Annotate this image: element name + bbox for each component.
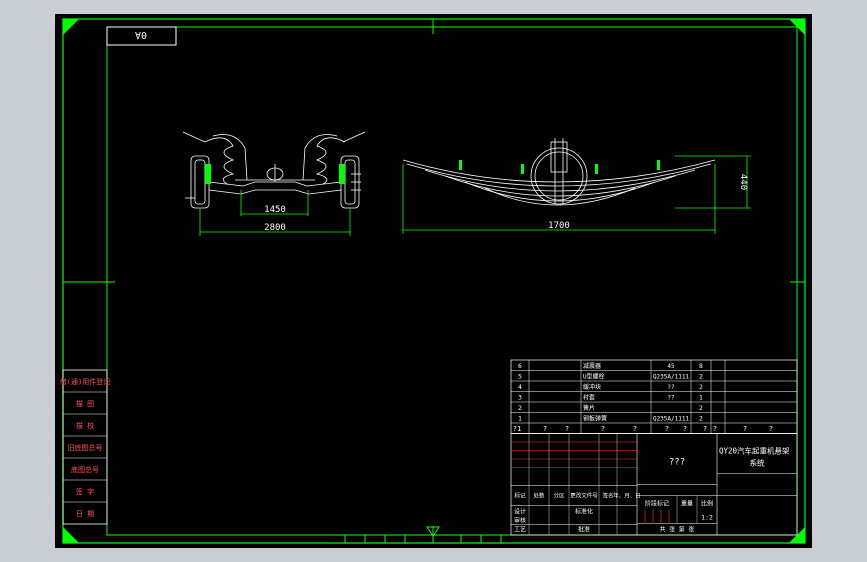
revision-label: 标记 xyxy=(514,492,526,500)
dim-inner: 1450 xyxy=(264,205,286,215)
part-no: 6 xyxy=(518,362,522,370)
header-cell: ? xyxy=(543,425,547,433)
side-stamp-label: 日 期 xyxy=(76,510,94,518)
part-material: Q235A/1111 xyxy=(653,416,690,423)
check-label: 工艺 xyxy=(514,526,526,534)
revision-label: 年、月、日 xyxy=(613,492,641,500)
header-cell: ? xyxy=(769,425,773,433)
scale-value: 1:2 xyxy=(701,514,713,522)
header-cell: ? xyxy=(665,425,669,433)
side-stamp-label: 借(通)用件登记 xyxy=(60,377,110,386)
engineering-drawing: 0A 1450 xyxy=(60,18,806,544)
header-cell: ? xyxy=(703,425,707,433)
outer-frame xyxy=(62,18,806,544)
part-material: ?? xyxy=(667,384,675,391)
dim-overall: 2800 xyxy=(264,223,286,233)
check-label: 审核 xyxy=(514,517,526,525)
orientation-arrow xyxy=(426,526,440,537)
cad-canvas[interactable]: 0A 1450 xyxy=(55,14,812,548)
corner-mark-bl xyxy=(63,527,79,543)
bottom-scale xyxy=(344,534,505,543)
part-no: 1 xyxy=(518,415,522,423)
corner-mark-tr xyxy=(789,19,805,35)
title-placeholder: ??? xyxy=(669,458,685,468)
sheet-code-box xyxy=(106,26,177,46)
side-stamp-label: 签 字 xyxy=(76,487,94,496)
part-name: 减震器 xyxy=(583,362,601,370)
part-name: 衬套 xyxy=(583,394,595,402)
check-label: 批准 xyxy=(578,526,590,534)
header-cell: ? xyxy=(601,425,605,433)
weight-label: 重量 xyxy=(681,500,693,508)
part-no: 3 xyxy=(518,394,522,402)
sheet-label: 共 张 第 张 xyxy=(660,526,695,534)
leaf-spring-clips xyxy=(459,160,660,174)
drawing-title: QY20汽车起重机悬架 xyxy=(719,446,790,456)
side-stamp-label: 描 图 xyxy=(76,399,94,408)
design-label: 设计 xyxy=(514,508,526,516)
revision-label: 分区 xyxy=(553,492,565,500)
part-qty: 2 xyxy=(699,373,703,381)
side-stamp-label: 描 校 xyxy=(76,421,94,430)
title-block: 标记处数分区更改文件号签名年、月、日设计 标准化审核工艺 批准??? 阶段标记 重量比例… xyxy=(510,433,798,536)
header-cell: ? xyxy=(713,425,717,433)
stage-label: 阶段标记 xyxy=(645,500,669,508)
part-qty: 2 xyxy=(699,383,703,391)
revision-label: 处数 xyxy=(533,492,545,500)
side-stamp-label: 旧底图总号 xyxy=(68,443,103,452)
part-qty: 1 xyxy=(699,394,703,402)
header-cell: ? xyxy=(633,425,637,433)
leaf-spring-view xyxy=(402,138,716,206)
part-no: 5 xyxy=(518,373,522,381)
revision-label: 更改文件号 xyxy=(570,492,598,500)
part-material: 45 xyxy=(667,363,675,370)
header-cell: ? xyxy=(683,425,687,433)
part-qty: 8 xyxy=(699,362,703,370)
dim-height: 440 xyxy=(738,174,748,190)
header-cell: ?1 xyxy=(513,425,521,433)
part-material: Q235A/1111 xyxy=(653,374,690,381)
corner-mark-tl xyxy=(63,19,79,35)
part-name: 钢板弹簧 xyxy=(583,415,607,423)
leaf-dim-lines xyxy=(402,155,751,234)
inner-frame xyxy=(106,26,798,536)
part-qty: 2 xyxy=(699,404,703,412)
drawing-title-cont: 系统 xyxy=(750,458,765,468)
part-no: 4 xyxy=(518,383,522,391)
header-cell: ? xyxy=(743,425,747,433)
revision-label: 签名 xyxy=(602,492,613,500)
dim-length: 1700 xyxy=(548,221,570,231)
design-label: 标准化 xyxy=(575,508,593,516)
sheet-code: 0A xyxy=(135,29,147,40)
part-qty: 2 xyxy=(699,415,703,423)
scale-label: 比例 xyxy=(701,500,713,508)
part-material: ?? xyxy=(667,395,675,402)
part-name: 缓冲块 xyxy=(583,383,601,391)
dim-inner-lines xyxy=(199,190,351,236)
front-axle-details xyxy=(205,164,345,184)
side-stamp-label: 底图总号 xyxy=(71,465,99,474)
header-cell: ? xyxy=(565,425,569,433)
part-name: U型螺栓 xyxy=(583,373,605,381)
part-name: 簧片 xyxy=(583,404,595,412)
part-no: 2 xyxy=(518,404,522,412)
